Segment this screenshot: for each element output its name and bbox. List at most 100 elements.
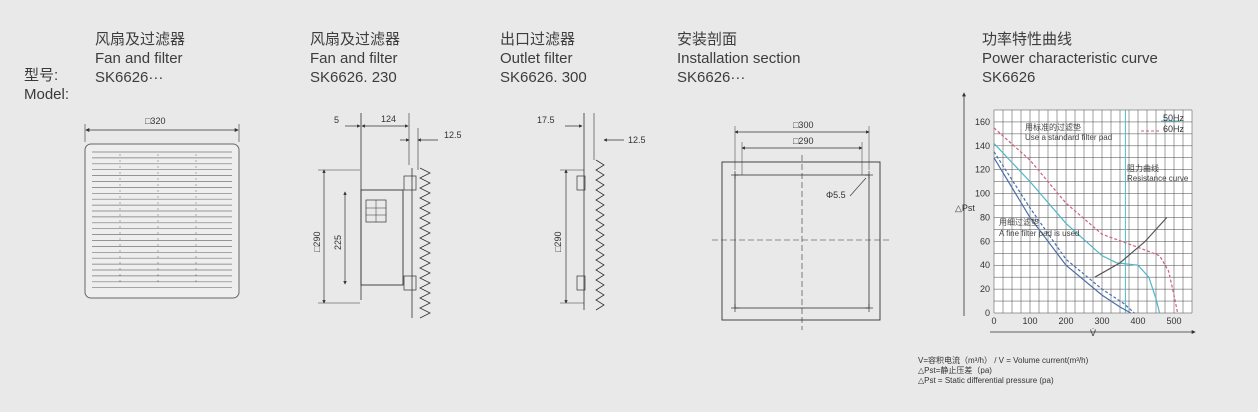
front-view-drawing: □320 [84, 116, 240, 299]
louver-dot [157, 256, 159, 258]
louver-dot [157, 244, 159, 246]
louver-dot [195, 166, 197, 168]
louver-dot [119, 172, 121, 174]
louver-dot [119, 208, 121, 210]
header-zh: 风扇及过滤器 [95, 31, 186, 48]
header-model: SK6626. 230 [310, 69, 397, 86]
louver-dot [119, 220, 121, 222]
louver-dot [157, 274, 159, 276]
header-en: Installation section [677, 50, 801, 67]
series-line-0 [993, 143, 1161, 314]
note-pst-en: △Pst = Static differential pressure (pa) [918, 376, 1054, 385]
louver-dot [195, 202, 197, 204]
louver-dot [157, 220, 159, 222]
louver-dot [157, 226, 159, 228]
dim-290-install: □290 [793, 136, 813, 146]
louver-dot [119, 262, 121, 264]
louver-dot [119, 280, 121, 282]
y-tick-label: 40 [980, 260, 990, 270]
louver-dot [195, 256, 197, 258]
header-model: SK6626··· [677, 69, 746, 86]
louver-dot [157, 262, 159, 264]
series-line-3 [993, 151, 1135, 314]
series-line-4 [1094, 217, 1168, 278]
louver-dot [195, 154, 197, 156]
louver-dot [195, 172, 197, 174]
annot-standard-en: Use a standard filter pad [1025, 133, 1112, 142]
annot-resistance-zh: 阻力曲线 [1127, 163, 1159, 173]
series-line-2 [993, 157, 1132, 314]
louver-dot [119, 226, 121, 228]
louver-dot [157, 172, 159, 174]
louver-dot [119, 154, 121, 156]
louver-dot [157, 202, 159, 204]
louver-dot [119, 268, 121, 270]
louver-dot [157, 196, 159, 198]
louver-dot [195, 190, 197, 192]
x-tick-label: 300 [1094, 316, 1109, 326]
louver-dot [195, 274, 197, 276]
louver-dot [119, 184, 121, 186]
louver-dot [119, 190, 121, 192]
chart-ylabel: △Pst [955, 203, 975, 213]
x-tick-label: 500 [1166, 316, 1181, 326]
legend-60hz: 60Hz [1163, 124, 1185, 134]
louver-dot [119, 178, 121, 180]
louver-dot [119, 232, 121, 234]
header-fan-filter-1: 风扇及过滤器 Fan and filter SK6626··· [95, 30, 185, 87]
header-fan-filter-2: 风扇及过滤器 Fan and filter SK6626. 230 [310, 30, 400, 87]
header-en: Power characteristic curve [982, 50, 1158, 67]
header-zh: 风扇及过滤器 [310, 31, 401, 48]
header-model: SK6626 [982, 69, 1036, 86]
louver-dot [157, 160, 159, 162]
header-installation: 安装剖面 Installation section SK6626··· [677, 30, 800, 87]
louver-dot [119, 244, 121, 246]
louver-dot [195, 238, 197, 240]
louver-dot [195, 214, 197, 216]
dim-320: □320 [145, 116, 165, 126]
note-volume: V=容积电流（m³/h） / V = Volume current(m³/h) [918, 356, 1089, 365]
x-tick-label: 0 [991, 316, 996, 326]
header-zh: 出口过滤器 [500, 31, 576, 48]
annot-fine-en: A fine filter pad is used [999, 229, 1080, 238]
model-label-en: Model: [24, 86, 70, 103]
louver-dot [157, 268, 159, 270]
louver-dot [119, 214, 121, 216]
header-en: Fan and filter [310, 50, 398, 67]
louver-dot [195, 160, 197, 162]
louver-dot [157, 232, 159, 234]
louver-dot [119, 202, 121, 204]
header-power-curve: 功率特性曲线 Power characteristic curve SK6626 [982, 30, 1158, 87]
louver-dot [119, 238, 121, 240]
louver-dot [195, 226, 197, 228]
header-outlet-filter: 出口过滤器 Outlet filter SK6626. 300 [500, 30, 587, 87]
louver-dot [157, 214, 159, 216]
y-tick-label: 60 [980, 236, 990, 246]
louver-dot [195, 220, 197, 222]
x-tick-label: 400 [1130, 316, 1145, 326]
annot-resistance-en: Resistance curve [1127, 174, 1189, 183]
outlet-side-section-drawing: 17.5 12.5 □290 [537, 113, 646, 311]
louver-dot [195, 196, 197, 198]
louver-dot [195, 184, 197, 186]
louver-dot [157, 166, 159, 168]
louver-dot [157, 154, 159, 156]
louver-dot [119, 166, 121, 168]
y-tick-label: 0 [985, 308, 990, 318]
dim-12-5: 12.5 [444, 130, 462, 140]
y-tick-label: 20 [980, 284, 990, 294]
louver-dot [157, 190, 159, 192]
header-zh: 功率特性曲线 [982, 31, 1073, 48]
dim-225: 225 [333, 235, 343, 250]
chart-xlabel: V̇ [1090, 328, 1096, 338]
louver-dot [157, 178, 159, 180]
louver-dot [157, 184, 159, 186]
louver-dot [195, 280, 197, 282]
legend-50hz: 50Hz [1163, 113, 1185, 123]
louver-dot [119, 160, 121, 162]
y-tick-label: 100 [975, 189, 990, 199]
dim-124: 124 [381, 114, 396, 124]
dim-290: □290 [312, 232, 322, 252]
